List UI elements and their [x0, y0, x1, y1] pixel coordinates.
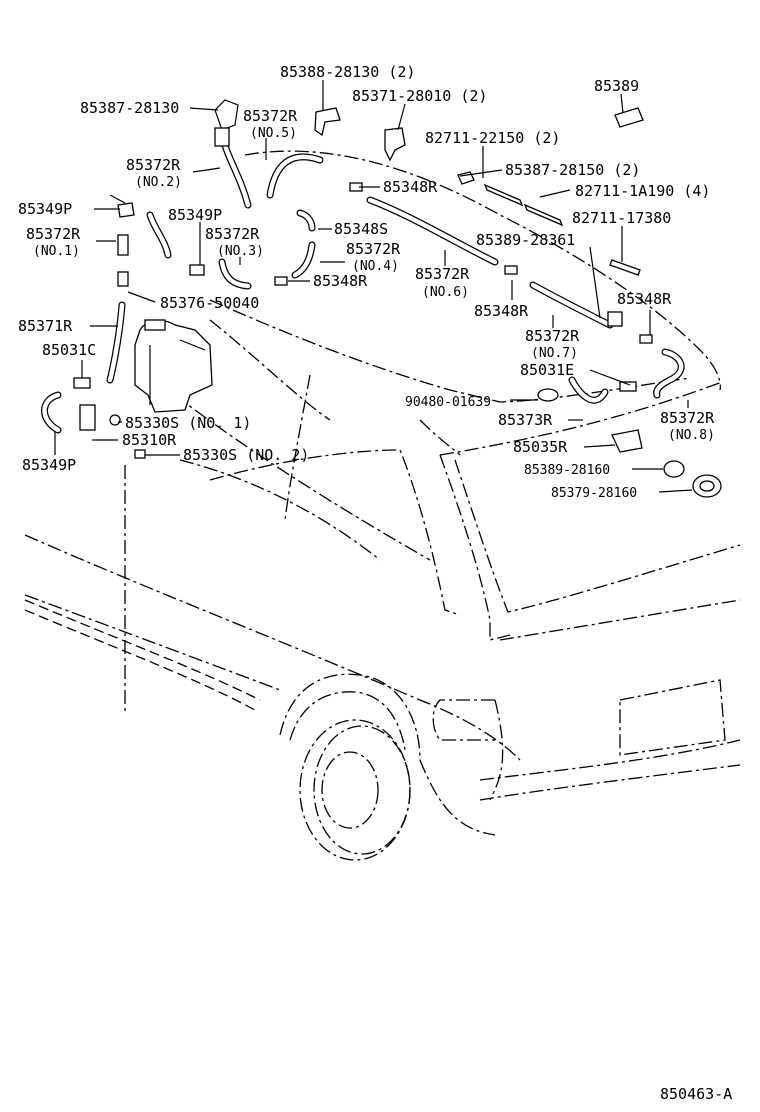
parts: [41, 99, 722, 498]
label-85372R-no8: 85372R: [660, 409, 715, 427]
label-85389-28361: 85389-28361: [476, 231, 575, 249]
label-85348R-4: 85348R: [617, 290, 672, 308]
label-85387-28150: 85387-28150 (2): [505, 161, 640, 179]
label-85372R-no4: 85372R: [346, 240, 401, 258]
vehicle-outline: [24, 150, 741, 861]
label-no1: (NO.1): [33, 244, 80, 259]
label-85031C: 85031C: [42, 341, 96, 359]
leader-lines: [54, 80, 693, 493]
label-85372R-no3: 85372R: [205, 225, 260, 243]
label-85349P-3: 85349P: [22, 456, 76, 474]
label-no2: (NO.2): [135, 175, 182, 190]
label-85372R-no7: 85372R: [525, 327, 580, 345]
label-85330S-no1: 85330S (NO. 1): [125, 414, 251, 432]
label-85387-28130: 85387-28130: [80, 99, 179, 117]
label-85379-28160: 85379-28160: [551, 486, 637, 501]
label-85372R-no5: 85372R: [243, 107, 298, 125]
label-85372R-no2: 85372R: [126, 156, 181, 174]
label-85373R: 85373R: [498, 411, 553, 429]
label-85389-28160: 85389-28160: [524, 463, 610, 478]
label-85349P-2: 85349P: [168, 206, 222, 224]
label-85348S: 85348S: [334, 220, 388, 238]
label-85372R-no6: 85372R: [415, 265, 470, 283]
label-no3: (NO.3): [217, 244, 264, 259]
label-85348R-1: 85348R: [383, 178, 438, 196]
label-85035R: 85035R: [513, 438, 568, 456]
label-no5: (NO.5): [250, 126, 297, 141]
label-82711-1A190: 82711-1A190 (4): [575, 182, 710, 200]
label-85372R-no1: 85372R: [26, 225, 81, 243]
part-labels: 85388-28130 (2) 85387-28130 85371-28010 …: [18, 63, 732, 1103]
label-82711-17380: 82711-17380: [572, 209, 671, 227]
label-85348R-3: 85348R: [474, 302, 529, 320]
label-85371-28010: 85371-28010 (2): [352, 87, 487, 105]
label-85371R: 85371R: [18, 317, 73, 335]
label-no4: (NO.4): [352, 259, 399, 274]
label-85310R: 85310R: [122, 431, 177, 449]
label-85348R-2: 85348R: [313, 272, 368, 290]
label-no6: (NO.6): [422, 285, 469, 300]
label-no8: (NO.8): [668, 428, 715, 443]
label-90480-01639: 90480-01639: [405, 395, 491, 410]
diagram-id: 850463-A: [660, 1085, 732, 1103]
label-85376-50040: 85376-50040: [160, 294, 259, 312]
label-85349P-1: 85349P: [18, 200, 72, 218]
label-85031E: 85031E: [520, 361, 574, 379]
label-85389: 85389: [594, 77, 639, 95]
label-82711-22150: 82711-22150 (2): [425, 129, 560, 147]
label-no7: (NO.7): [531, 346, 578, 361]
label-85330S-no2: 85330S (NO. 2): [183, 446, 309, 464]
label-85388-28130: 85388-28130 (2): [280, 63, 415, 81]
